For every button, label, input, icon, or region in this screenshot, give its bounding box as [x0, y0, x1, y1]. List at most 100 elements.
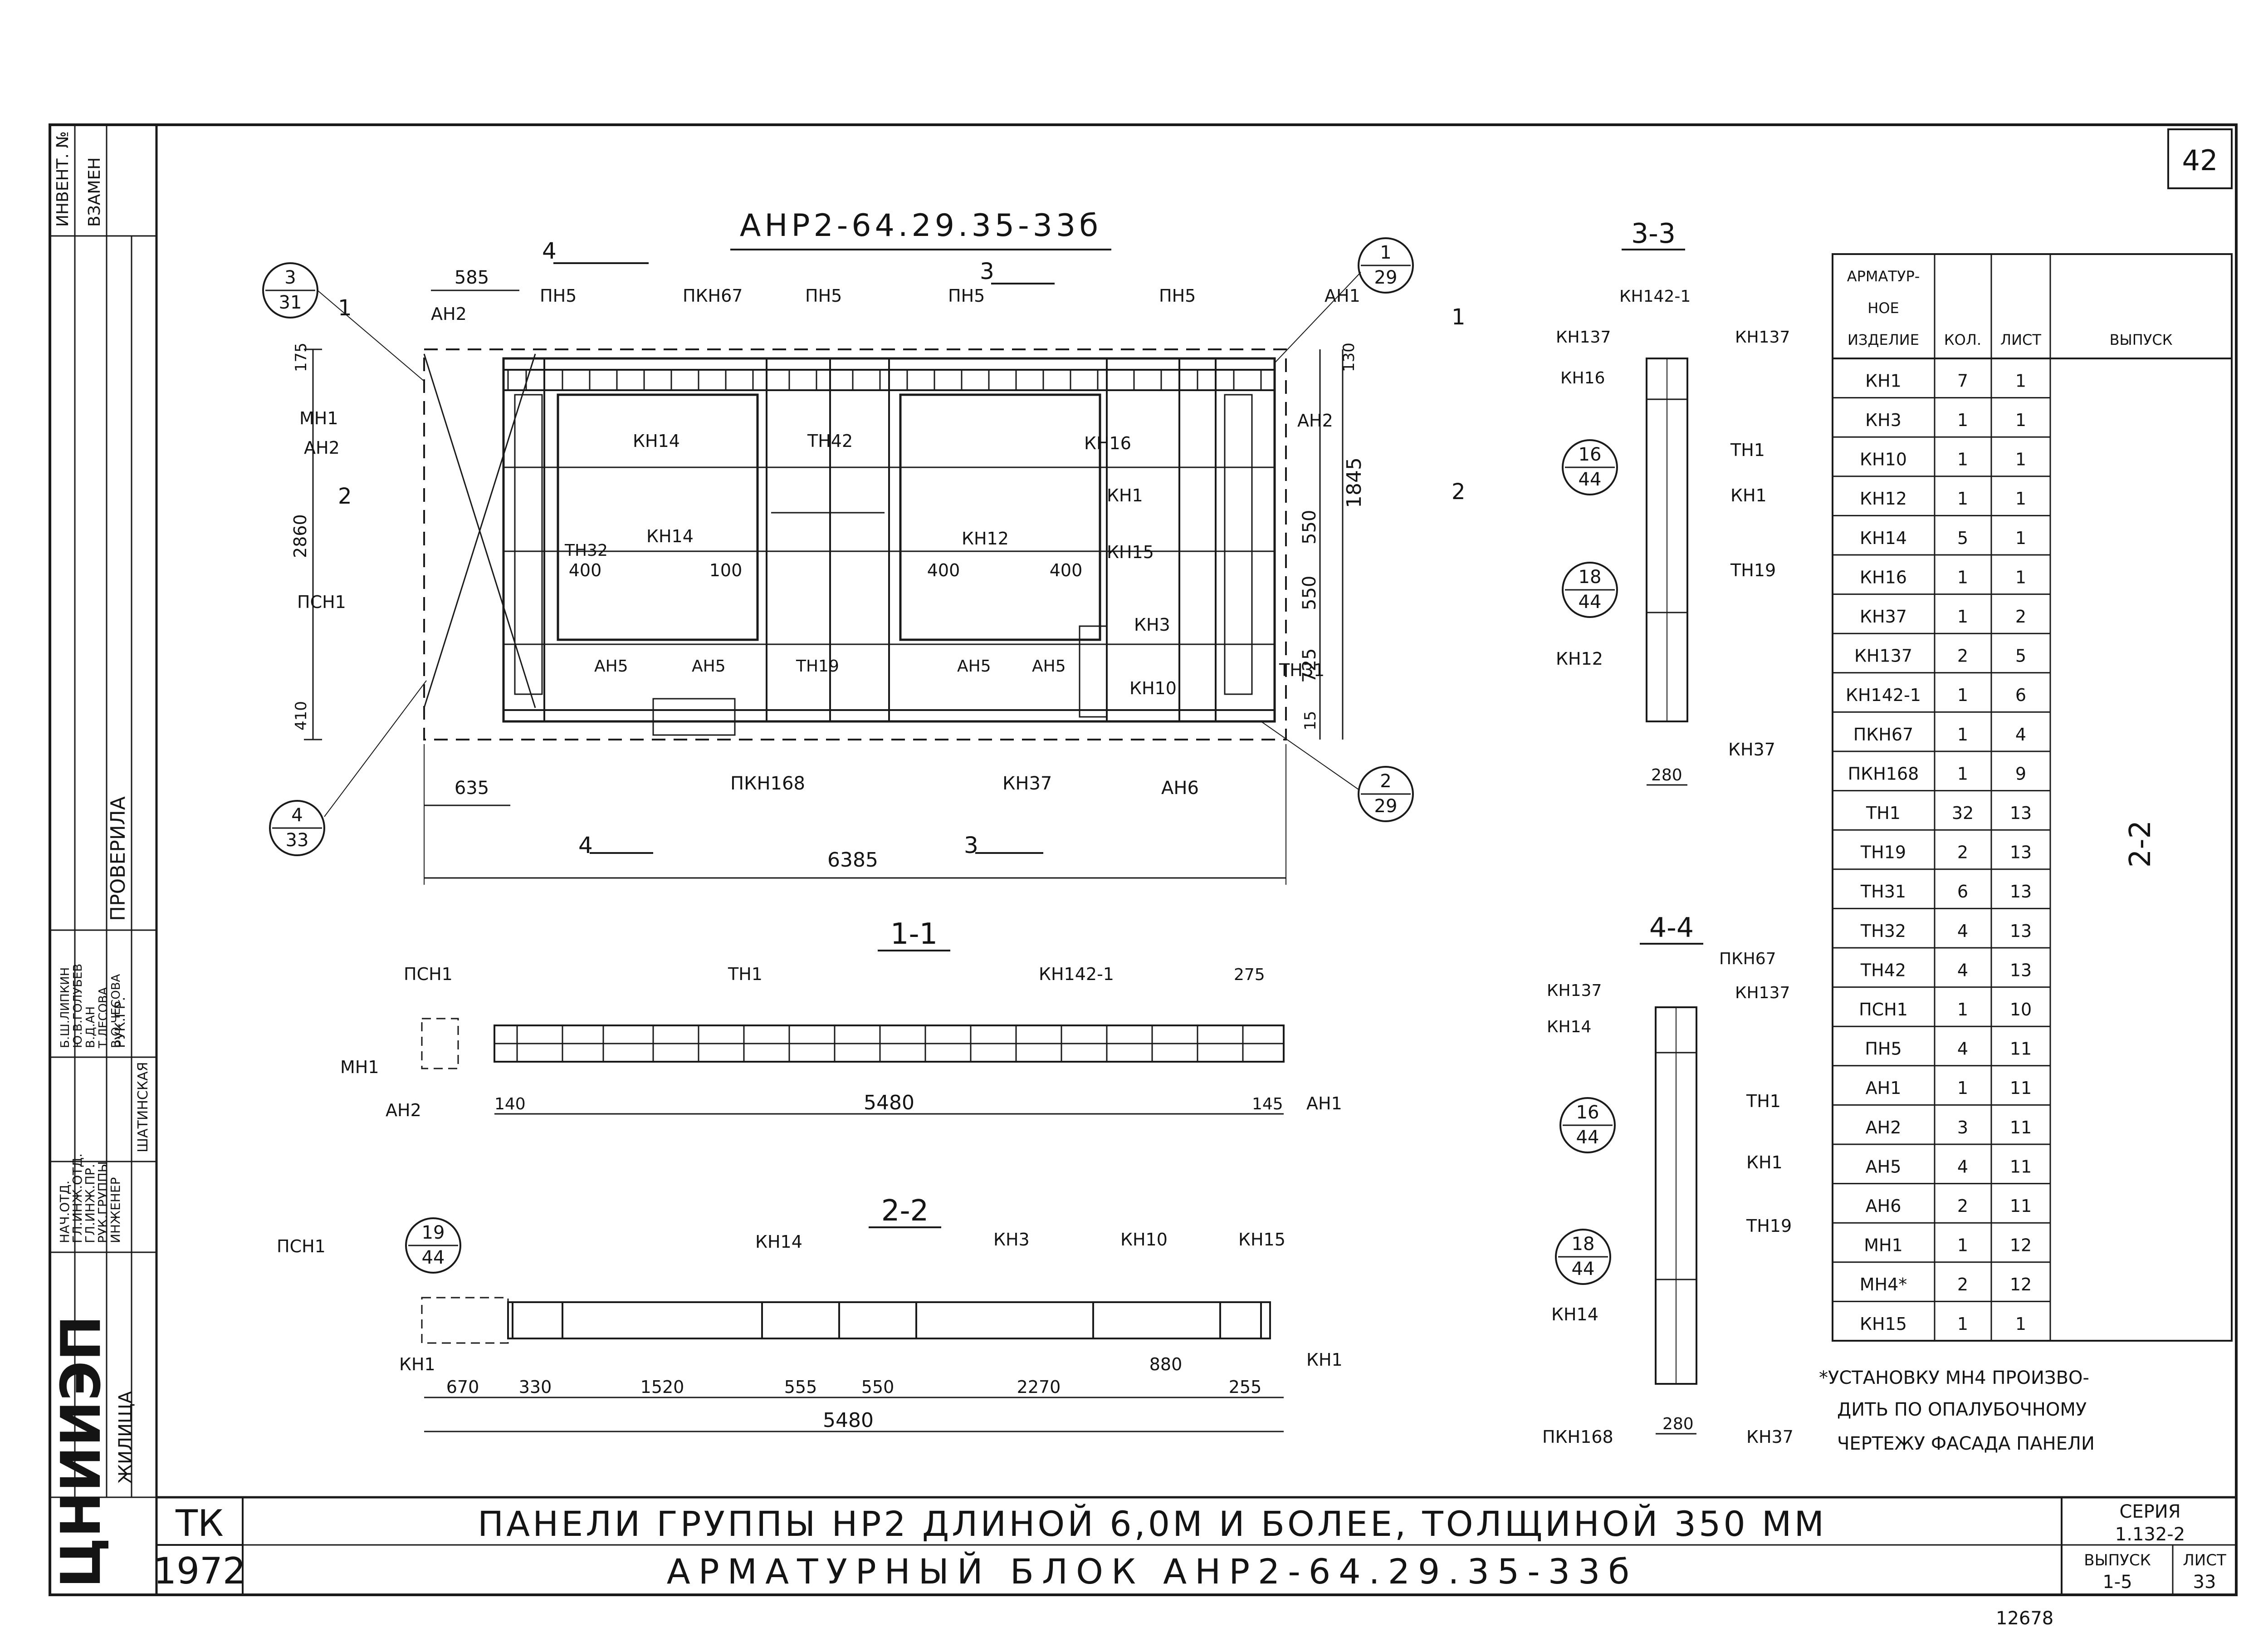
tb-series-label: СЕРИЯ — [2119, 1501, 2180, 1522]
callout-3-31-bottom: 31 — [279, 292, 302, 313]
cut-2-left: 2 — [338, 484, 352, 509]
label-tn32: ТН32 — [564, 541, 608, 560]
spec-cell-sheet: 5 — [2015, 646, 2026, 666]
spec-cell-item: АН1 — [1866, 1078, 1901, 1098]
label-an5-1: АН5 — [594, 657, 628, 676]
doc-number: 12678 — [1996, 1608, 2053, 1629]
callout-18-44-s44: 18 44 — [1555, 1229, 1611, 1285]
spec-cell-item: ТН42 — [1860, 960, 1906, 980]
spec-cell-sheet: 11 — [2010, 1039, 2032, 1059]
s22-psn1: ПСН1 — [277, 1236, 326, 1256]
spec-cell-sheet: 1 — [2015, 528, 2026, 548]
spec-cell-item: ПКН168 — [1848, 764, 1919, 784]
spec-cell-item: КН3 — [1865, 410, 1901, 430]
label-psn1: ПСН1 — [297, 592, 346, 612]
stamp-replace: ВЗАМЕН — [85, 157, 104, 227]
stamp-role-5: ИНЖЕНЕР — [108, 1177, 123, 1243]
spec-cell-item: ТН19 — [1860, 843, 1906, 863]
spec-header-item-1: АРМАТУР- — [1847, 268, 1920, 285]
tb-tk: ТК — [175, 1502, 224, 1544]
s11-dim-145: 145 — [1252, 1095, 1283, 1113]
cut-2-right: 2 — [1452, 479, 1466, 505]
s22-dim-2270: 2270 — [1017, 1377, 1061, 1397]
s22-dim-555: 555 — [784, 1377, 817, 1397]
s44-kn37: КН37 — [1746, 1427, 1794, 1447]
callout-18-44-s44-top: 18 — [1572, 1234, 1595, 1255]
label-kn14-2: КН14 — [646, 526, 694, 546]
callout-18-44-s33: 18 44 — [1562, 562, 1618, 618]
label-an1: АН1 — [1325, 286, 1360, 306]
tb-issue-label: ВЫПУСК — [2084, 1551, 2151, 1569]
spec-cell-item: КН1 — [1865, 371, 1901, 391]
s22-dim-330: 330 — [519, 1377, 552, 1397]
s22-dim-1520: 1520 — [640, 1377, 684, 1397]
cut-4-top: 4 — [542, 238, 557, 264]
spec-cell-qty: 2 — [1957, 843, 1968, 863]
callout-16-44-s33-bottom: 44 — [1579, 469, 1602, 490]
stamp-role-1: НАЧ.ОТД. — [57, 1181, 72, 1243]
label-kn1: КН1 — [1107, 485, 1143, 505]
spec-cell-sheet: 9 — [2015, 764, 2026, 784]
assembly-title: АНР2-64.29.35-33б — [740, 208, 1102, 244]
dim-130: 130 — [1340, 343, 1358, 372]
spec-cell-qty: 6 — [1957, 882, 1968, 902]
stamp-rg: РУК.ГР. — [112, 997, 128, 1048]
label-an2-left: АН2 — [304, 438, 340, 458]
spec-cell-qty: 1 — [1957, 1000, 1968, 1020]
s44-tn1: ТН1 — [1746, 1091, 1781, 1111]
label-an5-4: АН5 — [1032, 657, 1066, 676]
tb-series: 1.132-2 — [2115, 1524, 2185, 1545]
callout-2-29-bottom: 29 — [1374, 796, 1398, 817]
spec-header-issue: ВЫПУСК — [2110, 331, 2173, 348]
callout-1-29: 1 29 — [1358, 237, 1414, 294]
label-kn10: КН10 — [1129, 678, 1177, 698]
section-1-1-title: 1-1 — [890, 917, 938, 951]
dim-1845: 1845 — [1343, 457, 1366, 508]
callout-19-44-top: 19 — [422, 1222, 445, 1243]
spec-cell-sheet: 4 — [2015, 725, 2026, 745]
footnote-line-2: ДИТЬ ПО ОПАЛУБОЧНОМУ — [1837, 1399, 2087, 1420]
s44-pkn67: ПКН67 — [1719, 950, 1776, 968]
spec-cell-sheet: 13 — [2010, 921, 2032, 941]
spec-cell-sheet: 1 — [2015, 489, 2026, 509]
s33-dim-280: 280 — [1651, 766, 1682, 784]
spec-cell-item: КН137 — [1854, 646, 1912, 666]
s22-kn1-left: КН1 — [399, 1354, 435, 1374]
s33-kn137-left: КН137 — [1556, 328, 1611, 347]
dim-725: 725 — [1299, 648, 1320, 683]
spec-header-sheet: ЛИСТ — [2000, 331, 2041, 348]
spec-cell-sheet: 11 — [2010, 1157, 2032, 1176]
spec-cell-item: КН142-1 — [1846, 685, 1921, 705]
s22-kn15: КН15 — [1238, 1230, 1286, 1250]
label-an5-2: АН5 — [692, 657, 726, 676]
stamp-role-2: ГЛ.ИНЖ.ОТД. — [70, 1153, 85, 1243]
plan-view: АНР2-64.29.35-33б — [262, 208, 1466, 885]
label-kn15: КН15 — [1107, 542, 1154, 562]
spec-cell-sheet: 1 — [2015, 371, 2026, 391]
dim-410: 410 — [292, 701, 310, 730]
spec-cell-qty: 3 — [1957, 1118, 1968, 1137]
spec-cell-item: МН4* — [1860, 1275, 1907, 1294]
s44-kn1: КН1 — [1746, 1152, 1783, 1172]
cut-3-top: 3 — [980, 258, 994, 284]
label-kn12: КН12 — [962, 529, 1009, 549]
spec-cell-sheet: 12 — [2010, 1275, 2032, 1294]
stamp-role-4: РУК.ГРУППЫ — [95, 1161, 110, 1243]
dim-175: 175 — [292, 343, 310, 372]
tb-sheet-label: ЛИСТ — [2183, 1551, 2226, 1569]
section-2-2-title: 2-2 — [881, 1194, 929, 1228]
callout-16-44-s33: 16 44 — [1562, 439, 1618, 495]
s22-kn10: КН10 — [1120, 1230, 1168, 1250]
spec-header-qty: КОЛ. — [1944, 331, 1981, 348]
spec-cell-item: КН12 — [1860, 489, 1907, 509]
stamp-name-1: Б.Ш.ЛИПКИН — [59, 967, 72, 1048]
spec-cell-item: КН16 — [1860, 567, 1907, 587]
spec-cell-qty: 1 — [1957, 607, 1968, 627]
spec-cell-qty: 5 — [1957, 528, 1968, 548]
s33-kn142-1: КН142-1 — [1619, 287, 1691, 306]
spec-cell-qty: 1 — [1957, 410, 1968, 430]
stamp-checker: ШАТИНСКАЯ — [135, 1062, 151, 1152]
spec-cell-sheet: 11 — [2010, 1118, 2032, 1137]
dim-550b: 550 — [1299, 576, 1320, 610]
label-kn37: КН37 — [1002, 773, 1052, 794]
